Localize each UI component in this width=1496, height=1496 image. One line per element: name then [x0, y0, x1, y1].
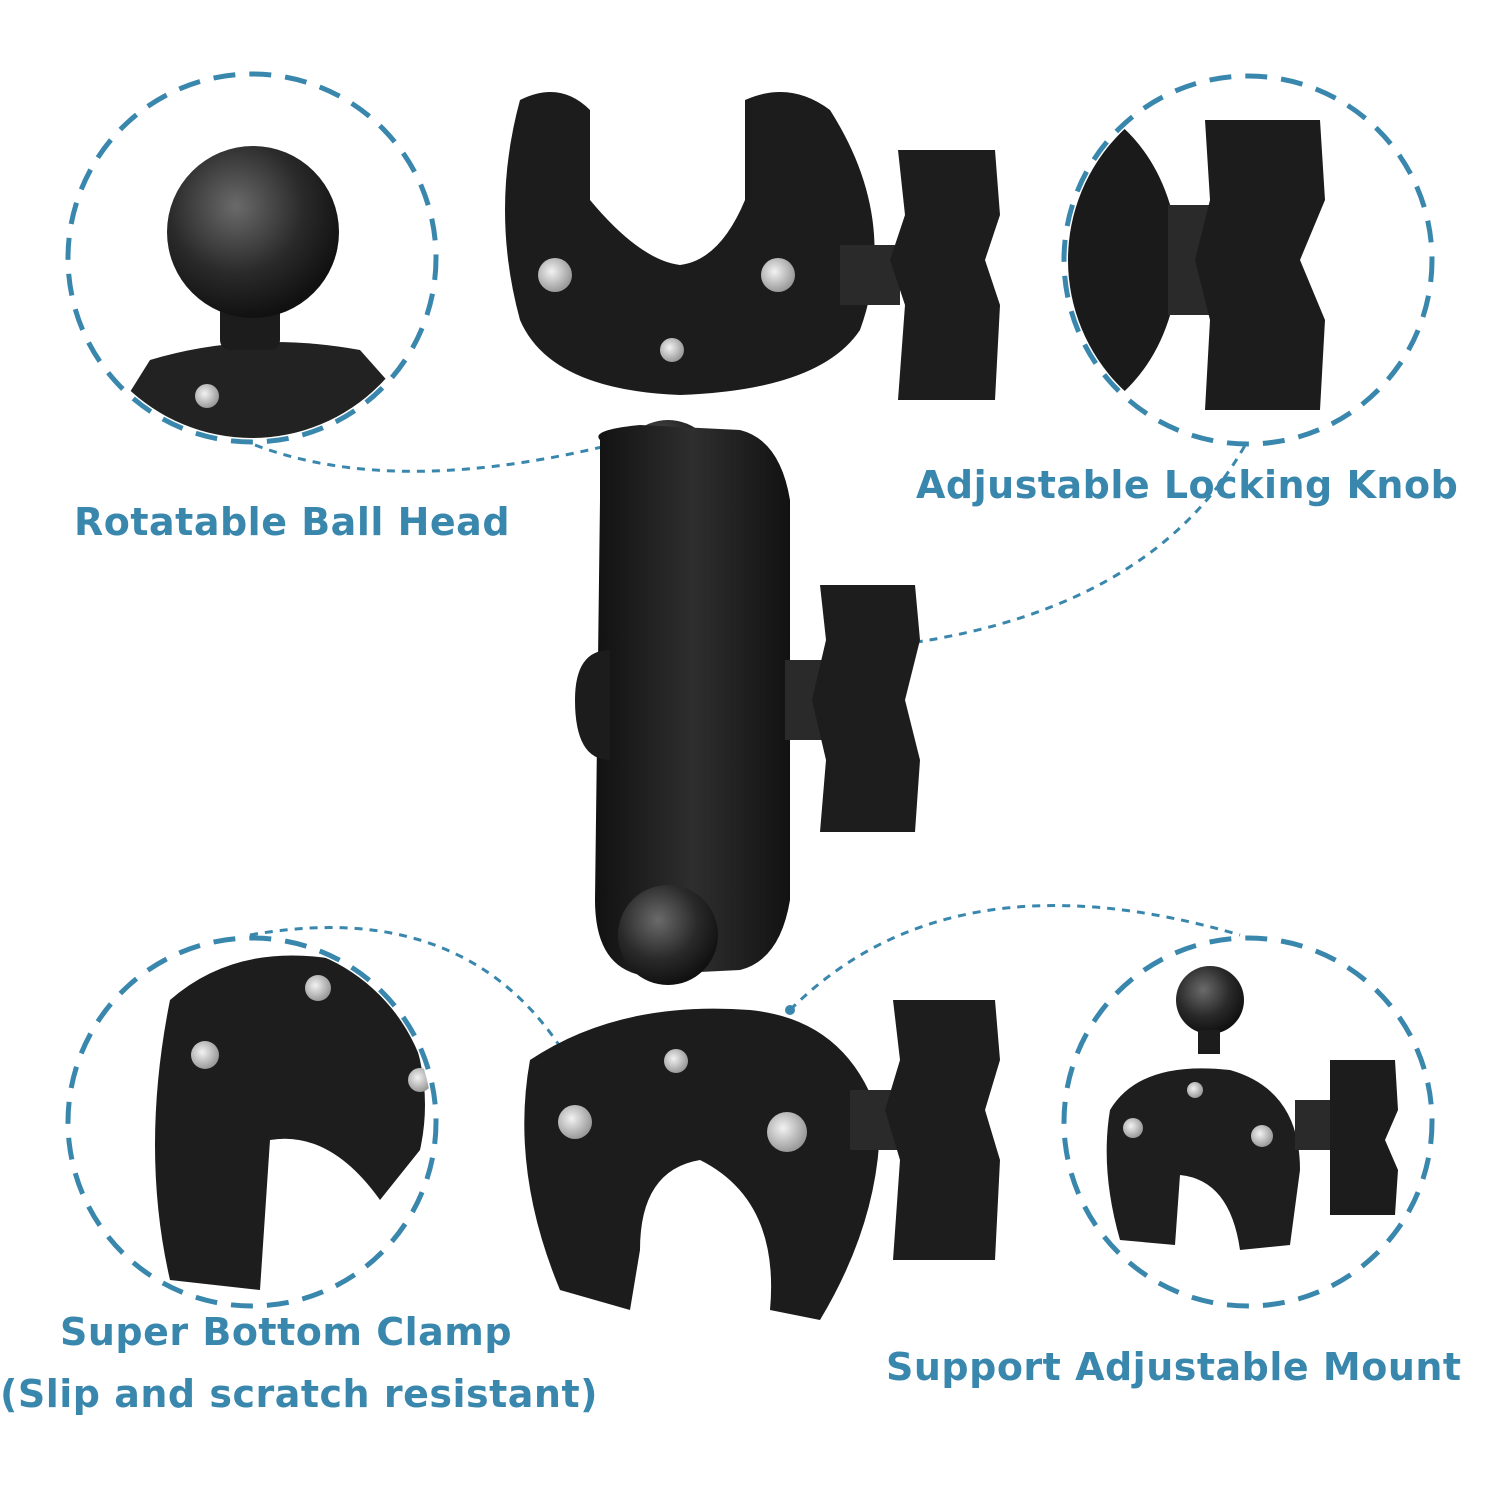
knob-circle [1061, 73, 1435, 447]
mount-circle [1061, 935, 1435, 1309]
ball-head-circle [65, 71, 439, 445]
clamp-circle [65, 935, 439, 1309]
ball-head-inset [100, 146, 432, 438]
callout-circles [65, 71, 1435, 1309]
callout-label-bottom-clamp: Super Bottom Clamp [60, 1310, 513, 1354]
callout-label-bottom-clamp-note: (Slip and scratch resistant) [0, 1372, 599, 1416]
main-product [505, 92, 1000, 1320]
mount-inset [1106, 966, 1398, 1250]
callout-label-locking-knob: Adjustable Locking Knob [916, 463, 1459, 507]
knob-inset [1068, 90, 1325, 430]
callout-label-adjustable-mount: Support Adjustable Mount [886, 1345, 1462, 1389]
callout-label-ball-head: Rotatable Ball Head [74, 500, 511, 544]
